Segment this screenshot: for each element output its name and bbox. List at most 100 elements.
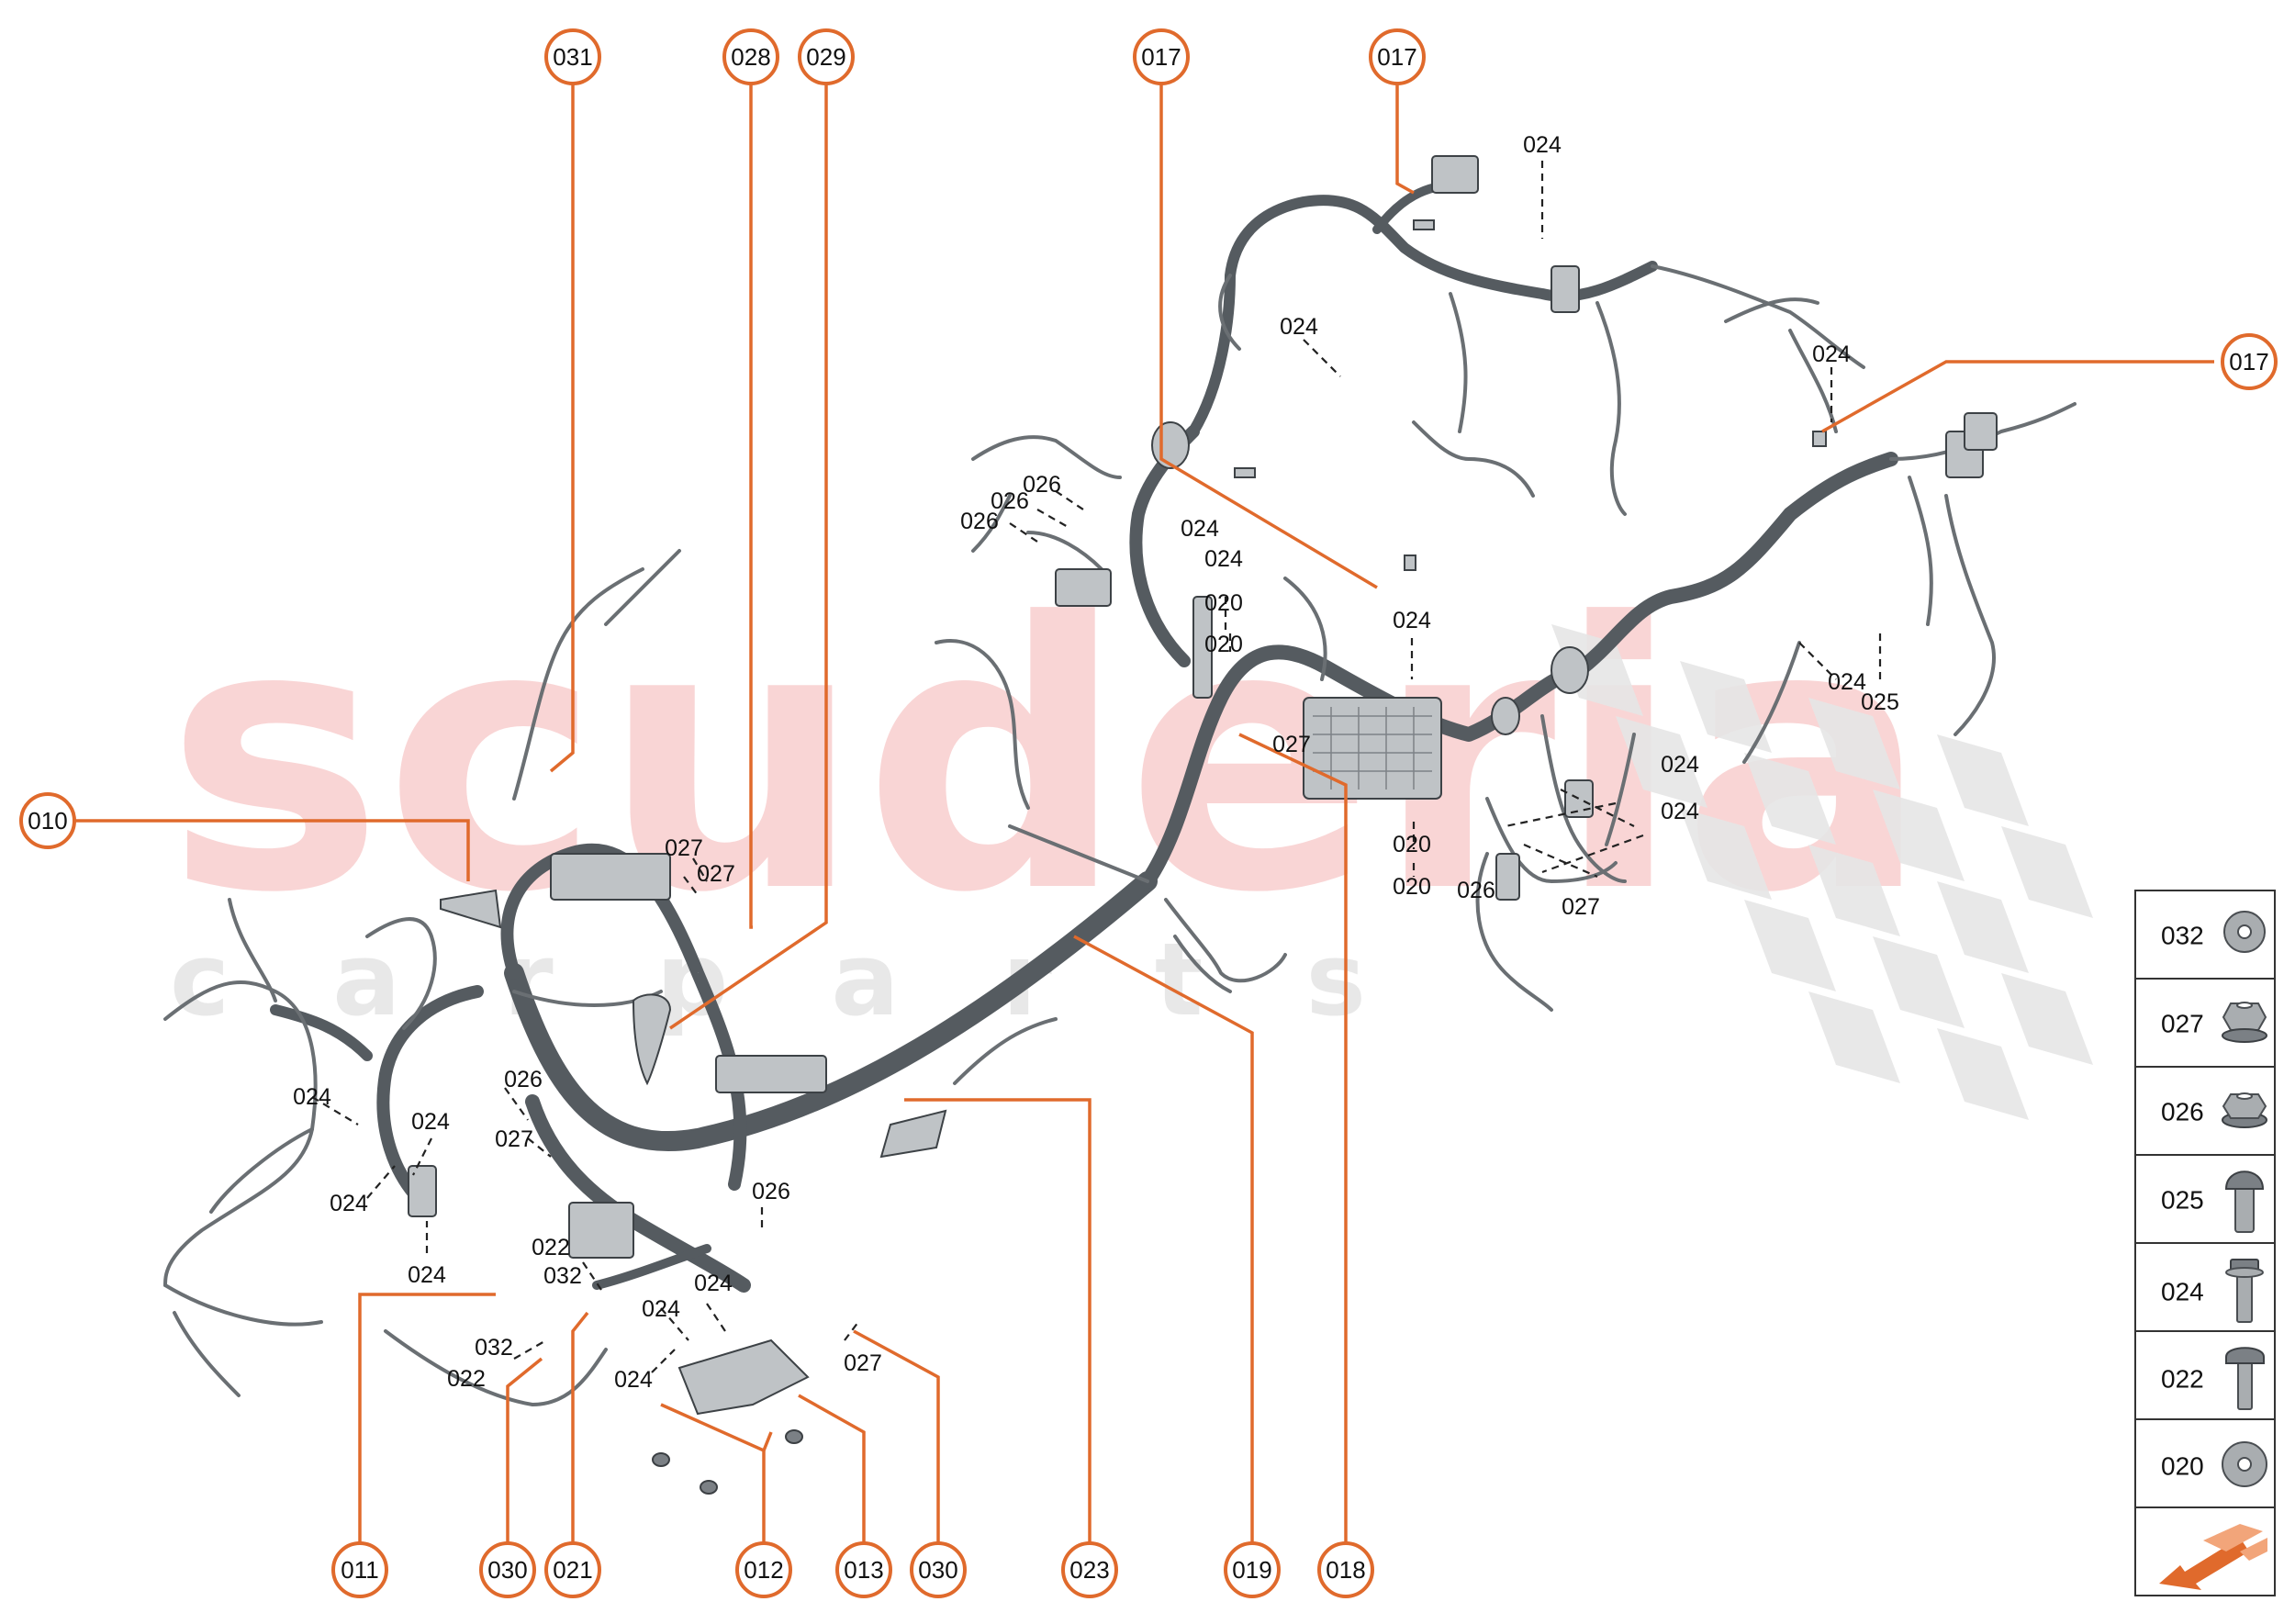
callout-013[interactable]: 013 <box>835 1541 892 1598</box>
grommet-small <box>785 1429 803 1444</box>
callout-011[interactable]: 011 <box>331 1541 388 1598</box>
callouts: 031 028 029 017 017 017 010 011 030 021 … <box>19 28 2278 1598</box>
part-label: 027 <box>844 1350 882 1376</box>
part-labels: 024 024 024 026 026 026 024 024 020 020 … <box>293 132 1899 1393</box>
legend-code: 024 <box>2161 1278 2204 1306</box>
callout-019[interactable]: 019 <box>1224 1541 1281 1598</box>
part-label: 024 <box>694 1271 733 1296</box>
part-label: 027 <box>495 1126 533 1152</box>
flat-washer-icon <box>2223 911 2266 953</box>
callout-017[interactable]: 017 <box>1133 28 1190 85</box>
legend-code: 026 <box>2161 1098 2204 1126</box>
svg-text:010: 010 <box>28 807 67 834</box>
part-label: 020 <box>1393 832 1431 857</box>
round-head-bolt-icon <box>2224 1170 2265 1233</box>
callout-018[interactable]: 018 <box>1317 1541 1374 1598</box>
callout-029[interactable]: 029 <box>798 28 855 85</box>
part-label: 025 <box>1861 689 1899 715</box>
part-label: 024 <box>408 1262 446 1288</box>
label-tag <box>1413 219 1435 230</box>
legend-row-022[interactable] <box>2134 1330 2276 1420</box>
part-dash-leaders <box>311 161 1882 1373</box>
part-label: 024 <box>1661 752 1699 778</box>
callout-028[interactable]: 028 <box>722 28 779 85</box>
svg-text:029: 029 <box>806 43 845 71</box>
hex-nut-flanged-icon <box>2222 1002 2267 1043</box>
hex-flange-bolt-icon <box>2225 1259 2264 1323</box>
part-label: 024 <box>1204 546 1243 572</box>
svg-text:030: 030 <box>487 1556 527 1584</box>
callout-030[interactable]: 030 <box>479 1541 536 1598</box>
callout-030[interactable]: 030 <box>910 1541 967 1598</box>
connector-block <box>1564 779 1594 818</box>
callout-031[interactable]: 031 <box>544 28 601 85</box>
callout-leaders <box>73 77 2214 1570</box>
svg-text:018: 018 <box>1326 1556 1365 1584</box>
relay-block <box>550 853 671 901</box>
legend-code: 025 <box>2161 1186 2204 1215</box>
svg-text:031: 031 <box>553 43 592 71</box>
part-label: 024 <box>614 1367 653 1393</box>
washer-icon <box>2222 1441 2267 1487</box>
part-label: 020 <box>1393 874 1431 900</box>
legend-code: 032 <box>2161 922 2204 950</box>
part-label: 027 <box>665 835 703 861</box>
part-label: 024 <box>1828 669 1866 695</box>
legend-row-024[interactable] <box>2134 1242 2276 1332</box>
callout-017[interactable]: 017 <box>1369 28 1426 85</box>
callout-017[interactable]: 017 <box>2221 333 2278 390</box>
fuse-box <box>1303 697 1442 800</box>
part-label: 024 <box>1393 608 1431 633</box>
part-label: 024 <box>1523 132 1562 158</box>
connector-block <box>1551 265 1580 313</box>
connector-block <box>568 1202 634 1259</box>
part-label: 024 <box>293 1084 331 1110</box>
connector-block <box>408 1165 437 1217</box>
rubber-boot-029 <box>632 993 672 1086</box>
part-label: 026 <box>1023 472 1061 498</box>
part-label: 032 <box>543 1263 582 1289</box>
callout-010[interactable]: 010 <box>19 792 76 849</box>
svg-text:013: 013 <box>844 1556 883 1584</box>
watermark: scuderia carparts <box>165 546 2093 1120</box>
legend-row-026[interactable] <box>2134 1066 2276 1156</box>
part-label: 027 <box>1272 732 1311 757</box>
svg-text:028: 028 <box>731 43 770 71</box>
svg-text:030: 030 <box>918 1556 957 1584</box>
part-label: 027 <box>1562 894 1600 920</box>
legend-code: 027 <box>2161 1010 2204 1038</box>
legend-row-032[interactable] <box>2134 890 2276 980</box>
part-label: 026 <box>504 1067 543 1092</box>
connector-block <box>1964 412 1998 451</box>
svg-text:011: 011 <box>341 1556 378 1584</box>
grommet <box>1551 646 1589 694</box>
label-tag <box>1812 431 1827 447</box>
part-label: 022 <box>447 1366 486 1392</box>
grommet-small <box>652 1452 670 1467</box>
direction-arrow-icon <box>2159 1524 2267 1590</box>
part-label: 032 <box>475 1335 513 1361</box>
svg-text:017: 017 <box>2229 348 2268 375</box>
part-label: 024 <box>1280 314 1318 340</box>
callout-012[interactable]: 012 <box>735 1541 792 1598</box>
connector-block <box>1431 155 1479 194</box>
part-label: 020 <box>1204 632 1243 657</box>
callout-023[interactable]: 023 <box>1061 1541 1118 1598</box>
watermark-sub: carparts <box>170 921 1469 1038</box>
part-label: 024 <box>1661 799 1699 824</box>
part-label: 020 <box>1204 590 1243 616</box>
svg-text:017: 017 <box>1141 43 1181 71</box>
part-label: 024 <box>642 1296 680 1322</box>
part-label: 024 <box>411 1109 450 1135</box>
harness-branches <box>163 264 2077 1407</box>
cable-tie <box>879 1109 947 1159</box>
part-label: 024 <box>1181 516 1219 542</box>
svg-text:012: 012 <box>744 1556 783 1584</box>
checkered-flag-watermark <box>1551 624 2093 1120</box>
label-tag <box>1234 467 1256 478</box>
svg-text:021: 021 <box>553 1556 592 1584</box>
connector-block <box>1495 853 1520 901</box>
label-tag <box>1404 554 1416 571</box>
callout-021[interactable]: 021 <box>544 1541 601 1598</box>
